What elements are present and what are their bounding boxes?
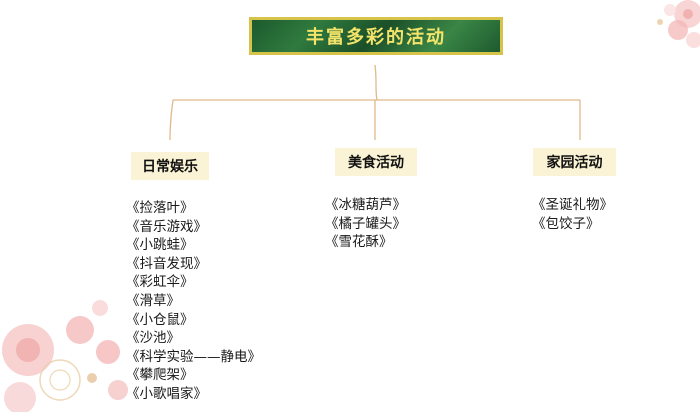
- list-item: 《彩虹伞》: [126, 274, 194, 291]
- list-item: 《捡落叶》: [126, 200, 194, 216]
- list-item: 《冰糖葫芦》: [325, 197, 406, 213]
- daily-entertainment-list: 《捡落叶》 《音乐游戏》 《小跳蛙》 《抖音发现》 《彩虹伞》 《滑草》 《小仓…: [126, 199, 261, 404]
- category-daily-entertainment: 日常娱乐: [131, 152, 209, 180]
- list-item: 《音乐游戏》: [126, 218, 207, 235]
- list-item: 《雪花酥》: [325, 234, 393, 251]
- category-home-school-activities: 家园活动: [533, 148, 616, 176]
- list-item: 《圣诞礼物》: [532, 197, 613, 213]
- list-item: 《攀爬架》: [126, 367, 194, 384]
- list-item: 《沙池》: [126, 330, 180, 347]
- home-school-activities-list: 《圣诞礼物》 《包饺子》: [532, 196, 613, 233]
- list-item: 《橘子罐头》: [325, 215, 406, 232]
- category-food-activities: 美食活动: [335, 148, 417, 176]
- list-item: 《小仓鼠》: [126, 311, 194, 328]
- food-activities-list: 《冰糖葫芦》 《橘子罐头》 《雪花酥》: [325, 196, 406, 252]
- list-item: 《抖音发现》: [126, 255, 207, 272]
- connector-root: [374, 64, 378, 101]
- diagram-title: 丰富多彩的活动: [249, 17, 503, 55]
- list-item: 《包饺子》: [532, 215, 600, 232]
- list-item: 《科学实验——静电》: [126, 348, 261, 365]
- list-item: 《滑草》: [126, 292, 180, 309]
- list-item: 《小跳蛙》: [126, 237, 194, 254]
- list-item: 《小歌唱家》: [126, 385, 207, 402]
- connector-branch-1: [169, 99, 174, 141]
